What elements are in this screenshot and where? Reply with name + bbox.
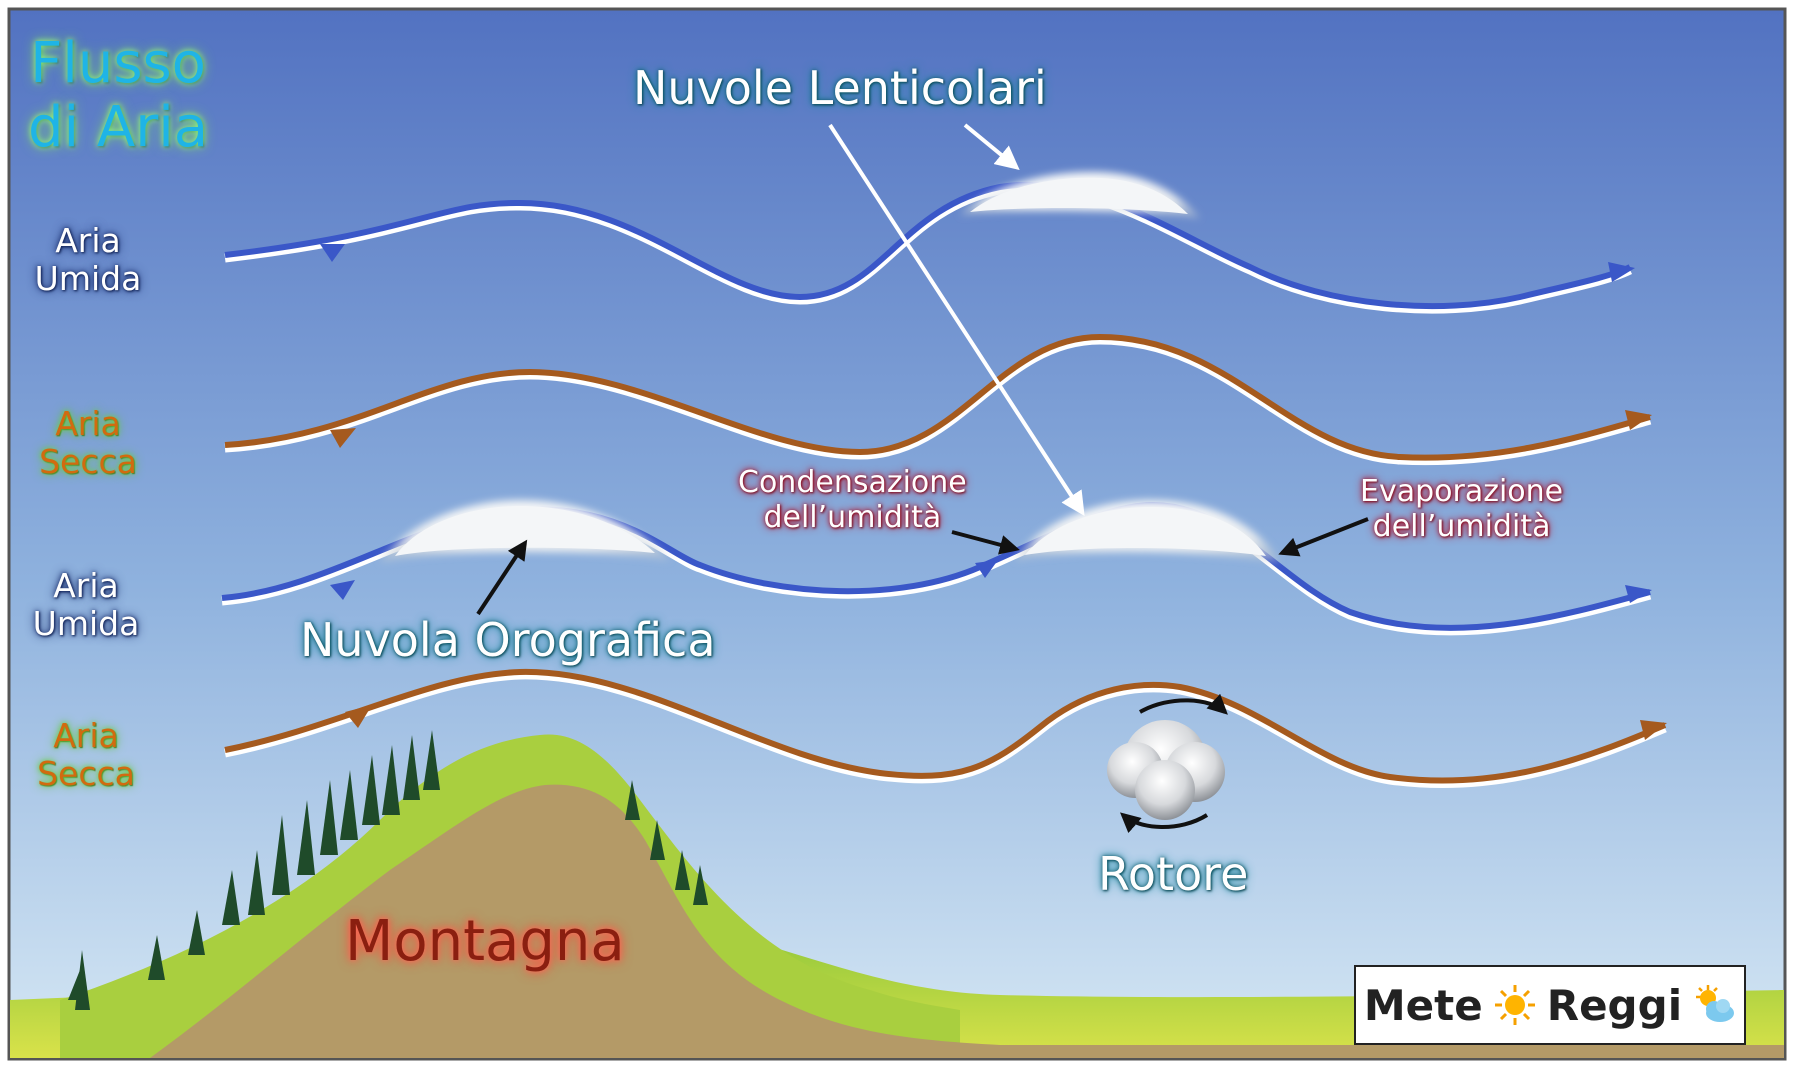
mountain-label: Montagna: [345, 909, 625, 974]
lenticular-cloud-upper: [960, 171, 1200, 218]
rotor-arrow-top: [1139, 693, 1228, 715]
title-line-1: Flusso: [30, 31, 206, 96]
lenticular-label: Nuvole Lenticolari: [633, 61, 1047, 115]
sun-cloud-icon: [1696, 985, 1735, 1022]
evaporation-label: Evaporazione dell’umidità: [1360, 474, 1564, 544]
lenticular-pointer-short: [963, 123, 1020, 171]
trees: [68, 730, 708, 1010]
layer-label-dry-2: Aria Secca: [37, 716, 135, 793]
logo-word-1: Mete: [1363, 980, 1483, 1030]
flow-wet-upper: [224, 181, 1635, 314]
evaporation-pointer: [1278, 517, 1369, 557]
layer-label-dry-1: Aria Secca: [39, 404, 137, 481]
diagram-title: Flusso di Aria: [28, 31, 209, 161]
title-line-2: di Aria: [28, 95, 209, 161]
rotor-label: Rotore: [1098, 847, 1249, 901]
condensation-pointer: [951, 530, 1020, 555]
meteo-reggio-logo: Mete Reggi: [1354, 965, 1746, 1045]
layer-label-wet-1: Aria Umida: [34, 221, 142, 298]
rotor-cloud: [1107, 720, 1225, 820]
logo-word-2: Reggi: [1546, 980, 1683, 1030]
condensation-label: Condensazione dell’umidità: [738, 465, 967, 535]
flow-dry-upper: [224, 333, 1652, 466]
sun-icon: [1494, 985, 1535, 1025]
lenticular-pointer-long: [828, 123, 1085, 517]
orographic-pointer: [476, 539, 528, 616]
orographic-cloud: [380, 500, 670, 562]
flow-dry-lower: [224, 668, 1667, 789]
layer-label-wet-2: Aria Umida: [32, 566, 140, 643]
mountain: [150, 784, 1784, 1058]
rotor-arrow-bottom: [1119, 812, 1209, 834]
orographic-label: Nuvola Orografica: [300, 613, 716, 667]
